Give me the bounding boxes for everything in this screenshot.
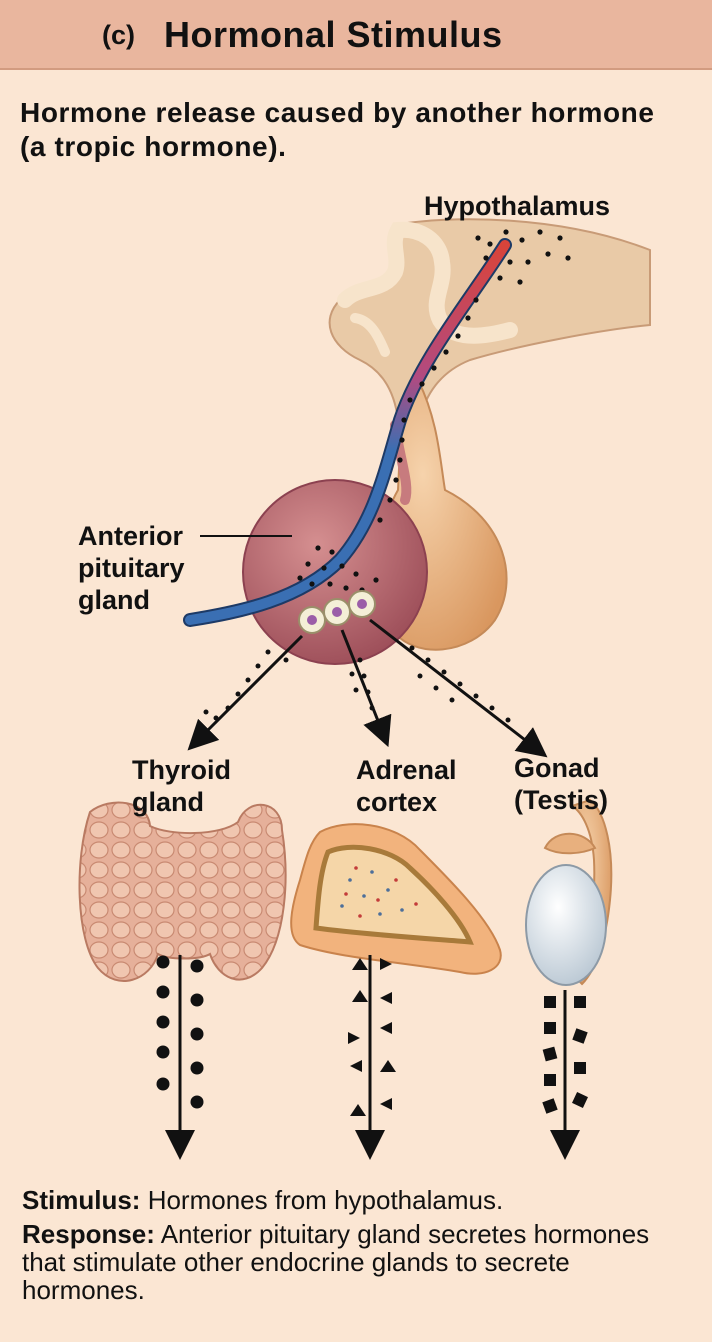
tropic-hormone-arrows [187, 618, 548, 758]
thyroid-gland [78, 801, 287, 982]
portal-blood-vessel [183, 238, 512, 627]
footer-caption: Stimulus: Hormones from hypothalamus. Re… [22, 1186, 692, 1310]
label-line: Gonad [514, 753, 600, 783]
adrenal-hormone-triangles [348, 958, 396, 1116]
gonad-hormone-squares [542, 996, 588, 1114]
label-hypothalamus: Hypothalamus [424, 191, 611, 221]
page-title: Hormonal Stimulus [164, 14, 503, 55]
header-bar: (c) Hormonal Stimulus [0, 0, 712, 70]
gonad-testis [525, 798, 613, 986]
secretory-cells [298, 590, 376, 634]
label-anterior-pituitary: Anterior pituitary gland [78, 520, 185, 616]
label-line: (Testis) [514, 785, 609, 815]
stimulus-text: Hormones from hypothalamus. [147, 1185, 504, 1215]
tropic-hormone-dots [203, 645, 511, 723]
thyroid-hormone-dots [156, 955, 204, 1109]
label-line: Adrenal [356, 755, 457, 785]
label-line: gland [132, 787, 204, 817]
stimulus-label: Stimulus: [22, 1185, 141, 1215]
label-line: gland [78, 585, 150, 615]
adrenal-cortex [290, 823, 502, 975]
stimulus-row: Stimulus: Hormones from hypothalamus. [22, 1186, 692, 1214]
label-line: Anterior [78, 521, 184, 551]
arrow-to-thyroid [187, 634, 304, 751]
response-label: Response: [22, 1219, 155, 1249]
label-line: Thyroid [132, 755, 231, 785]
label-thyroid: Thyroid gland [132, 754, 231, 818]
arrow-to-adrenal [340, 629, 392, 748]
response-row: Response: Anterior pituitary gland secre… [22, 1220, 692, 1304]
panel-tag: (c) [102, 20, 135, 50]
subtitle: Hormone release caused by another hormon… [20, 97, 655, 162]
arrow-to-gonad [369, 618, 548, 758]
response-text: Anterior pituitary gland secretes hormon… [22, 1219, 650, 1305]
label-adrenal: Adrenal cortex [356, 754, 457, 818]
label-line: cortex [356, 787, 438, 817]
label-line: pituitary [78, 553, 185, 583]
releasing-hormone-dots [297, 229, 571, 593]
hypothalamus-tissue [328, 218, 651, 421]
label-gonad: Gonad (Testis) [514, 752, 608, 816]
